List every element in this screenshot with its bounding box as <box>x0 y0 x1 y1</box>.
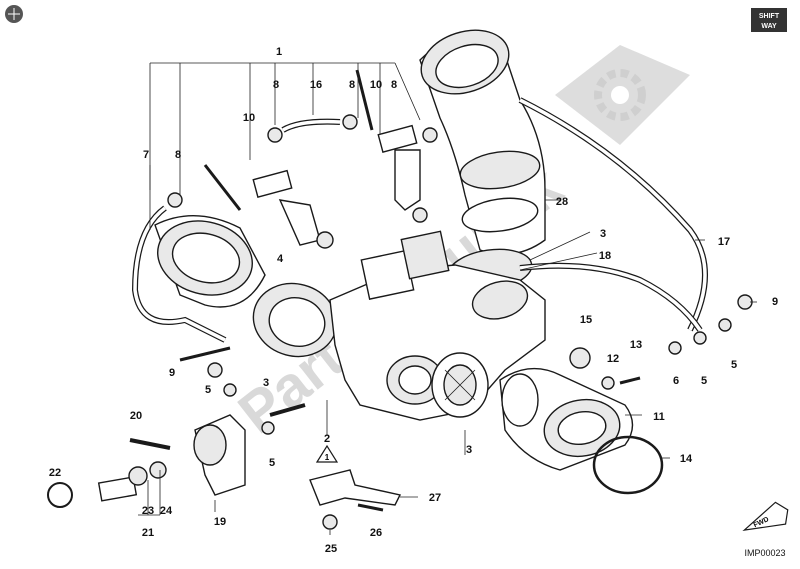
label-13: 13 <box>630 339 642 351</box>
label-27: 27 <box>429 492 441 504</box>
label-8d: 8 <box>391 79 397 91</box>
label-10b: 10 <box>370 79 382 91</box>
badge-top-text: SHIFT <box>759 13 780 20</box>
label-28: 28 <box>556 196 568 208</box>
label-25: 25 <box>325 543 337 555</box>
label-23: 23 <box>142 505 154 517</box>
label-8a: 8 <box>175 149 181 161</box>
forward-arrow-icon: FWD <box>742 501 789 532</box>
label-15: 15 <box>580 314 592 326</box>
hoses <box>131 97 708 343</box>
badge-bottom-text: WAY <box>761 23 777 30</box>
gear-icon <box>555 45 690 145</box>
label-5c: 5 <box>701 375 707 387</box>
label-5b: 5 <box>269 457 275 469</box>
label-22: 22 <box>49 467 61 479</box>
label-24: 24 <box>160 505 173 517</box>
o-ring <box>592 435 664 495</box>
label-11: 11 <box>653 411 665 423</box>
idle-valve-assembly <box>47 414 246 508</box>
left-intake-rubber <box>154 215 266 308</box>
label-12: 12 <box>607 353 619 365</box>
label-17: 17 <box>718 236 730 248</box>
shift-way-badge: SHIFT WAY <box>751 8 787 32</box>
label-6: 6 <box>673 375 679 387</box>
label-3a: 3 <box>263 377 269 389</box>
label-5d: 5 <box>731 359 737 371</box>
label-7: 7 <box>143 149 149 161</box>
label-18: 18 <box>599 250 611 262</box>
label-5a: 5 <box>205 384 211 396</box>
part-labels: 1 2 3 3 3 4 5 5 5 5 6 7 8 8 8 8 9 9 10 1… <box>49 46 778 555</box>
triangle-label: 1 <box>325 453 330 462</box>
label-20: 20 <box>130 410 142 422</box>
label-3c: 3 <box>466 444 472 456</box>
label-9b: 9 <box>772 296 778 308</box>
small-parts <box>167 114 753 530</box>
right-manifold <box>499 367 634 471</box>
bolts <box>129 69 641 512</box>
label-8c: 8 <box>349 79 355 91</box>
diagram-code: IMP00023 <box>744 548 785 558</box>
label-9a: 9 <box>169 367 175 379</box>
corner-disc-icon <box>5 5 23 23</box>
throttle-body <box>329 230 546 421</box>
label-1: 1 <box>276 46 282 58</box>
sensors <box>252 124 428 249</box>
bracket <box>309 469 402 506</box>
label-3b: 3 <box>600 228 606 240</box>
throttle-ring <box>431 352 489 418</box>
label-10a: 10 <box>243 112 255 124</box>
label-8b: 8 <box>273 79 279 91</box>
label-14: 14 <box>680 453 693 465</box>
reference-triangle: 1 <box>315 444 339 463</box>
intake-horn <box>419 29 546 292</box>
label-26: 26 <box>370 527 382 539</box>
left-duct-ring <box>252 282 338 358</box>
label-2: 2 <box>324 433 330 445</box>
label-4: 4 <box>277 253 284 265</box>
label-16: 16 <box>310 79 322 91</box>
label-19: 19 <box>214 516 226 528</box>
label-21: 21 <box>142 527 154 539</box>
leader-lines <box>138 62 757 535</box>
